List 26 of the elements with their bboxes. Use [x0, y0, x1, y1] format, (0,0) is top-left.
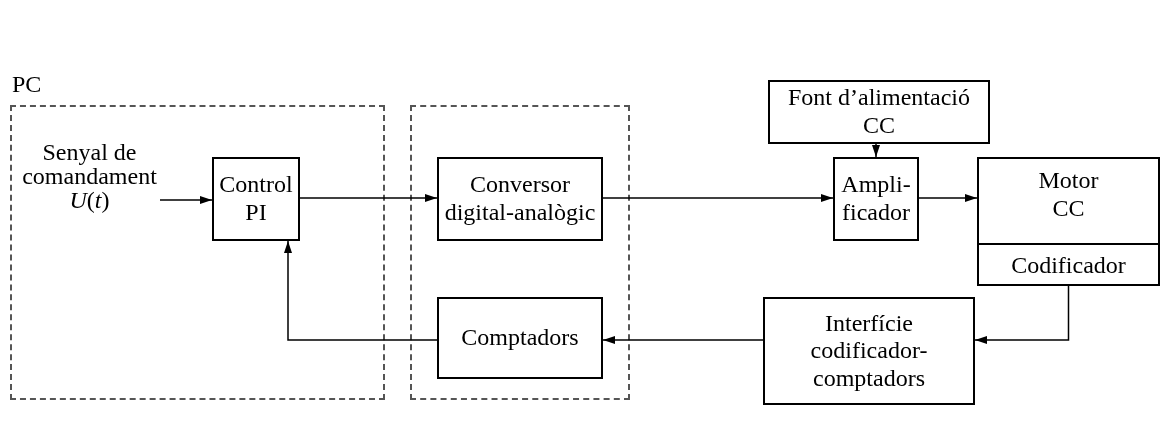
arrow — [602, 194, 834, 202]
signal-label: Senyal de comandament U(t) — [21, 140, 158, 212]
box-label: Comptadors — [461, 324, 579, 352]
process-box — [763, 297, 975, 405]
process-box — [977, 157, 1160, 286]
process-box — [833, 157, 919, 241]
process-box — [437, 157, 603, 241]
arrow — [974, 285, 1070, 344]
box-label: Conversor digital-analògic — [443, 171, 597, 227]
arrow — [284, 240, 438, 341]
arrow — [159, 196, 213, 204]
arrow — [872, 143, 880, 158]
process-box — [768, 80, 990, 144]
box-label: Interfície codificador-comptadors — [809, 309, 929, 393]
arrow — [299, 194, 438, 202]
dashed-group-box — [410, 105, 630, 400]
arrow — [602, 336, 764, 344]
arrow — [918, 194, 978, 202]
box-label: Font d’alimentació CC — [787, 84, 971, 140]
box-label: Motor CC — [1037, 167, 1100, 223]
box-label: Ampli- ficador — [840, 171, 912, 227]
box-label: Codificador — [1011, 251, 1126, 280]
process-box — [437, 297, 603, 379]
group-heading: PC — [12, 70, 42, 99]
process-box — [212, 157, 300, 241]
box-label: Control PI — [218, 171, 294, 227]
